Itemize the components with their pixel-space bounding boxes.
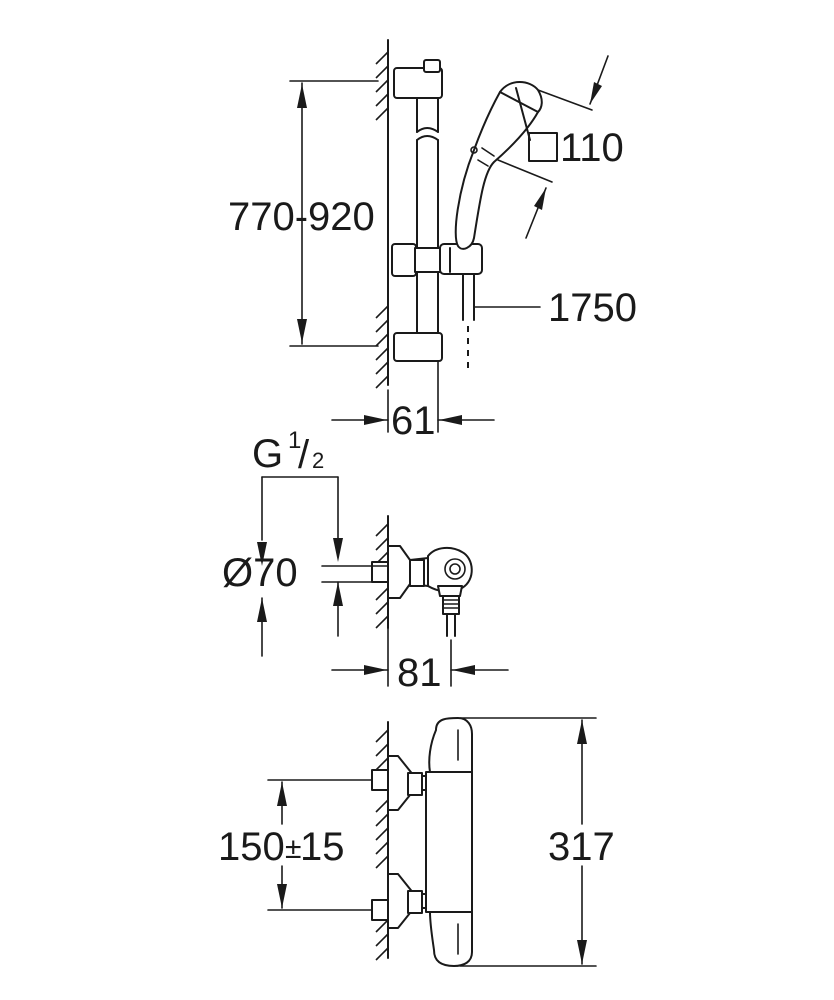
- rail-height-label: 770-920: [228, 195, 375, 239]
- rail-height-dimension: 770-920: [228, 80, 379, 347]
- shower-hose: [462, 273, 475, 372]
- upper-rail-bracket: [393, 59, 443, 123]
- square-symbol: [528, 132, 558, 162]
- shower-rail: [416, 121, 439, 336]
- handshower: [454, 81, 543, 250]
- thread-prefix-label: G: [252, 432, 283, 476]
- centers-value-label: 150: [218, 825, 285, 869]
- rosette-diameter-label: Ø70: [222, 551, 298, 595]
- wall-top: [375, 39, 389, 389]
- mixer-front-view: 150 ± 15 317: [218, 717, 615, 967]
- thread-dimension: G 1 / 2: [252, 427, 343, 657]
- shower-rail-view: 770-920 110 1750 61: [228, 39, 637, 443]
- centers-tolerance-label: 15: [300, 825, 345, 869]
- wall-bottom: [375, 721, 389, 961]
- rail-depth-dimension: 61: [331, 361, 495, 443]
- lower-rail-bracket: [393, 332, 443, 362]
- mixer-side-view: G 1 / 2 Ø70 81: [222, 427, 509, 695]
- rosette-diameter-dimension: Ø70: [222, 551, 389, 595]
- centers-dimension: 150 ± 15: [218, 779, 373, 911]
- upper-inlet-connection: [371, 755, 427, 811]
- handshower-slider: [391, 243, 483, 277]
- mixer-body-side: [427, 546, 473, 597]
- thread-numerator-label: 1: [288, 427, 301, 454]
- mixer-depth-label: 81: [397, 651, 442, 695]
- rail-depth-label: 61: [391, 399, 436, 443]
- handshower-size-dimension: 110: [497, 55, 624, 239]
- mixer-outlet-nut: [442, 595, 460, 637]
- mixer-body-front: [425, 717, 473, 967]
- handshower-size-label: 110: [560, 126, 624, 170]
- thread-denominator-label: 2: [312, 448, 324, 473]
- centers-plusminus-label: ±: [285, 832, 301, 865]
- mixer-inlet-connection: [371, 545, 429, 599]
- mixer-height-label: 317: [548, 825, 615, 869]
- lower-inlet-connection: [371, 873, 427, 929]
- mixer-height-dimension: 317: [459, 717, 615, 967]
- mixer-depth-dimension: 81: [331, 627, 509, 695]
- hose-length-label: 1750: [548, 286, 637, 330]
- hose-length-dimension: 1750: [473, 286, 637, 330]
- thread-slash-label: /: [298, 433, 310, 477]
